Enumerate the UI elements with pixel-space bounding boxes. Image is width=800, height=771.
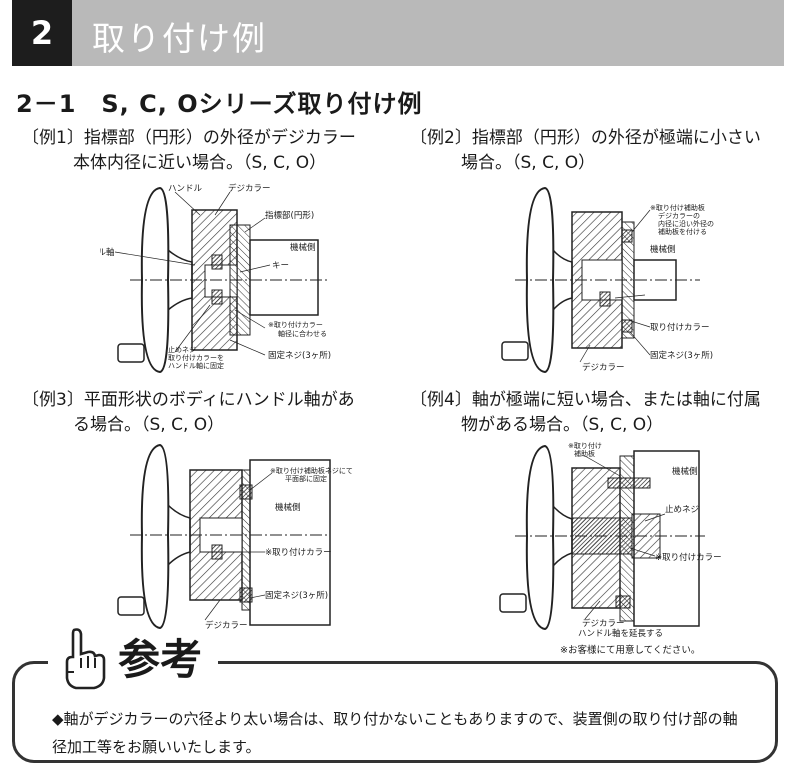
flat-body xyxy=(249,459,331,626)
example-1-line2: 本体内径に近い場合。（S, C, O） xyxy=(22,153,327,173)
fig3-label-collar: ※取り付けカラー xyxy=(265,547,332,558)
example-4-caption: 〔例4〕軸が極端に短い場合、または軸に付属 物がある場合。（S, C, O） xyxy=(410,388,761,438)
plate-screw xyxy=(621,229,633,243)
fig4-label-aux1: ※取り付け xyxy=(568,441,602,450)
fig2-label-digicolor: デジカラー xyxy=(582,362,625,373)
example-4-line2: 物がある場合。（S, C, O） xyxy=(410,415,664,435)
fig2-label-aux1: ※取り付け補助板 xyxy=(650,203,705,212)
example-2-caption: 〔例2〕指標部（円形）の外径が極端に小さい 場合。（S, C, O） xyxy=(410,126,761,176)
fig3-label-screw: 固定ネジ(3ヶ所) xyxy=(265,590,328,601)
reference-text: ◆軸がデジカラーの穴径より太い場合は、取り付かないこともありますので、装置側の取… xyxy=(52,710,738,756)
fig1-label-key: キー xyxy=(272,261,289,271)
subsection-title: 2－1 S, C, Oシリーズ取り付け例 xyxy=(16,90,423,118)
fig1-label-note-a: ※取り付けカラー xyxy=(268,320,323,329)
reference-box xyxy=(12,661,778,763)
fig4-label-machine: 機械側 xyxy=(672,466,698,477)
fig4-label-collar: ※取り付けカラー xyxy=(655,552,722,563)
figure-2-diagram: ※取り付け補助板 デジカラーの 内径に沿い外径の 補助板を付ける 機械側 取り付… xyxy=(501,186,714,374)
plate-screw-2 xyxy=(615,595,631,609)
fig1-label-digicolor: デジカラー xyxy=(228,183,271,194)
plate-screw-2 xyxy=(621,319,633,333)
plate-bolt xyxy=(607,477,651,489)
handwheel-rim xyxy=(140,443,170,630)
fig1-label-machine: 機械側 xyxy=(290,242,316,253)
grip-handle xyxy=(117,343,145,363)
fig1-label-stop2: 取り付けカラーを xyxy=(168,353,224,362)
example-3-line2: る場合。（S, C, O） xyxy=(22,415,225,435)
example-3-line1: 〔例3〕平面形状のボディにハンドル軸があ xyxy=(22,390,355,410)
fig1-label-note-b: 軸径に合わせる xyxy=(278,329,327,338)
figure-4-diagram: ※取り付け 補助板 機械側 止めネジ ※取り付けカラー デジカラー ハンドル軸を… xyxy=(499,441,722,639)
fig1-label-screw: 固定ネジ(3ヶ所) xyxy=(268,350,331,361)
section-number: 2 xyxy=(12,0,72,66)
example-2-line2: 場合。（S, C, O） xyxy=(410,153,596,173)
fig4-label-extend: ハンドル軸を延長する xyxy=(578,628,663,639)
fig1-label-handle: ハンドル xyxy=(168,184,203,194)
set-screw xyxy=(211,544,223,560)
fig2-label-collar: 取り付けカラー xyxy=(650,322,710,333)
reference-title: 参考 xyxy=(118,635,203,684)
plate-screw xyxy=(239,484,253,500)
fig1-label-stop3: ハンドル軸に固定 xyxy=(168,361,224,370)
fig4-label-digicolor: デジカラー xyxy=(582,618,625,629)
set-screw xyxy=(211,289,223,305)
plate-screw-2 xyxy=(239,587,253,603)
fig2-label-screw: 固定ネジ(3ヶ所) xyxy=(650,350,713,361)
example-4-line1: 〔例4〕軸が極端に短い場合、または軸に付属 xyxy=(410,390,761,410)
pointing-hand-icon xyxy=(65,628,106,690)
footnote: ※お客様にて用意してください。 xyxy=(560,645,701,656)
fig3-label-note1: ※取り付け補助板ネジにて xyxy=(270,466,353,475)
fig2-label-machine: 機械側 xyxy=(650,244,676,255)
header-band xyxy=(12,0,784,66)
grip-handle xyxy=(501,341,529,361)
figure-3-diagram: ※取り付け補助板ネジにて 平面部に固定 機械側 ※取り付けカラー 固定ネジ(3ヶ… xyxy=(117,443,353,631)
fig2-label-aux3: 内径に沿い外径の xyxy=(658,219,714,228)
example-1-line1: 〔例1〕指標部（円形）の外径がデジカラー xyxy=(22,128,356,148)
figure-1-diagram: ハンドル デジカラー 指標部(円形) 機械側 ハンドル軸 キー ※取り付けカラー… xyxy=(100,183,331,374)
fig3-label-machine: 機械側 xyxy=(275,502,301,513)
example-2-line1: 〔例2〕指標部（円形）の外径が極端に小さい xyxy=(410,128,761,148)
fig4-label-aux2: 補助板 xyxy=(574,449,595,458)
grip-handle xyxy=(117,596,145,616)
set-screw xyxy=(599,291,611,307)
fig2-label-aux4: 補助板を付ける xyxy=(658,227,707,236)
example-3-caption: 〔例3〕平面形状のボディにハンドル軸があ る場合。（S, C, O） xyxy=(22,388,355,438)
section-title: 取り付け例 xyxy=(92,19,267,58)
fig3-label-digicolor: デジカラー xyxy=(205,620,248,631)
machine-side-shaft xyxy=(249,239,319,316)
fig1-label-shaft: ハンドル軸 xyxy=(100,247,115,258)
handwheel-rim xyxy=(525,444,555,631)
grip-handle xyxy=(499,593,527,613)
fig2-label-aux2: デジカラーの xyxy=(658,211,700,220)
fig1-label-stop1: 止めネジ xyxy=(168,345,196,354)
fig3-label-note2: 平面部に固定 xyxy=(285,474,327,483)
example-1-caption: 〔例1〕指標部（円形）の外径がデジカラー 本体内径に近い場合。（S, C, O） xyxy=(22,126,356,176)
set-screw-2 xyxy=(211,254,223,270)
fig4-label-stop: 止めネジ xyxy=(665,504,699,515)
fig1-label-indicator: 指標部(円形) xyxy=(265,210,314,221)
